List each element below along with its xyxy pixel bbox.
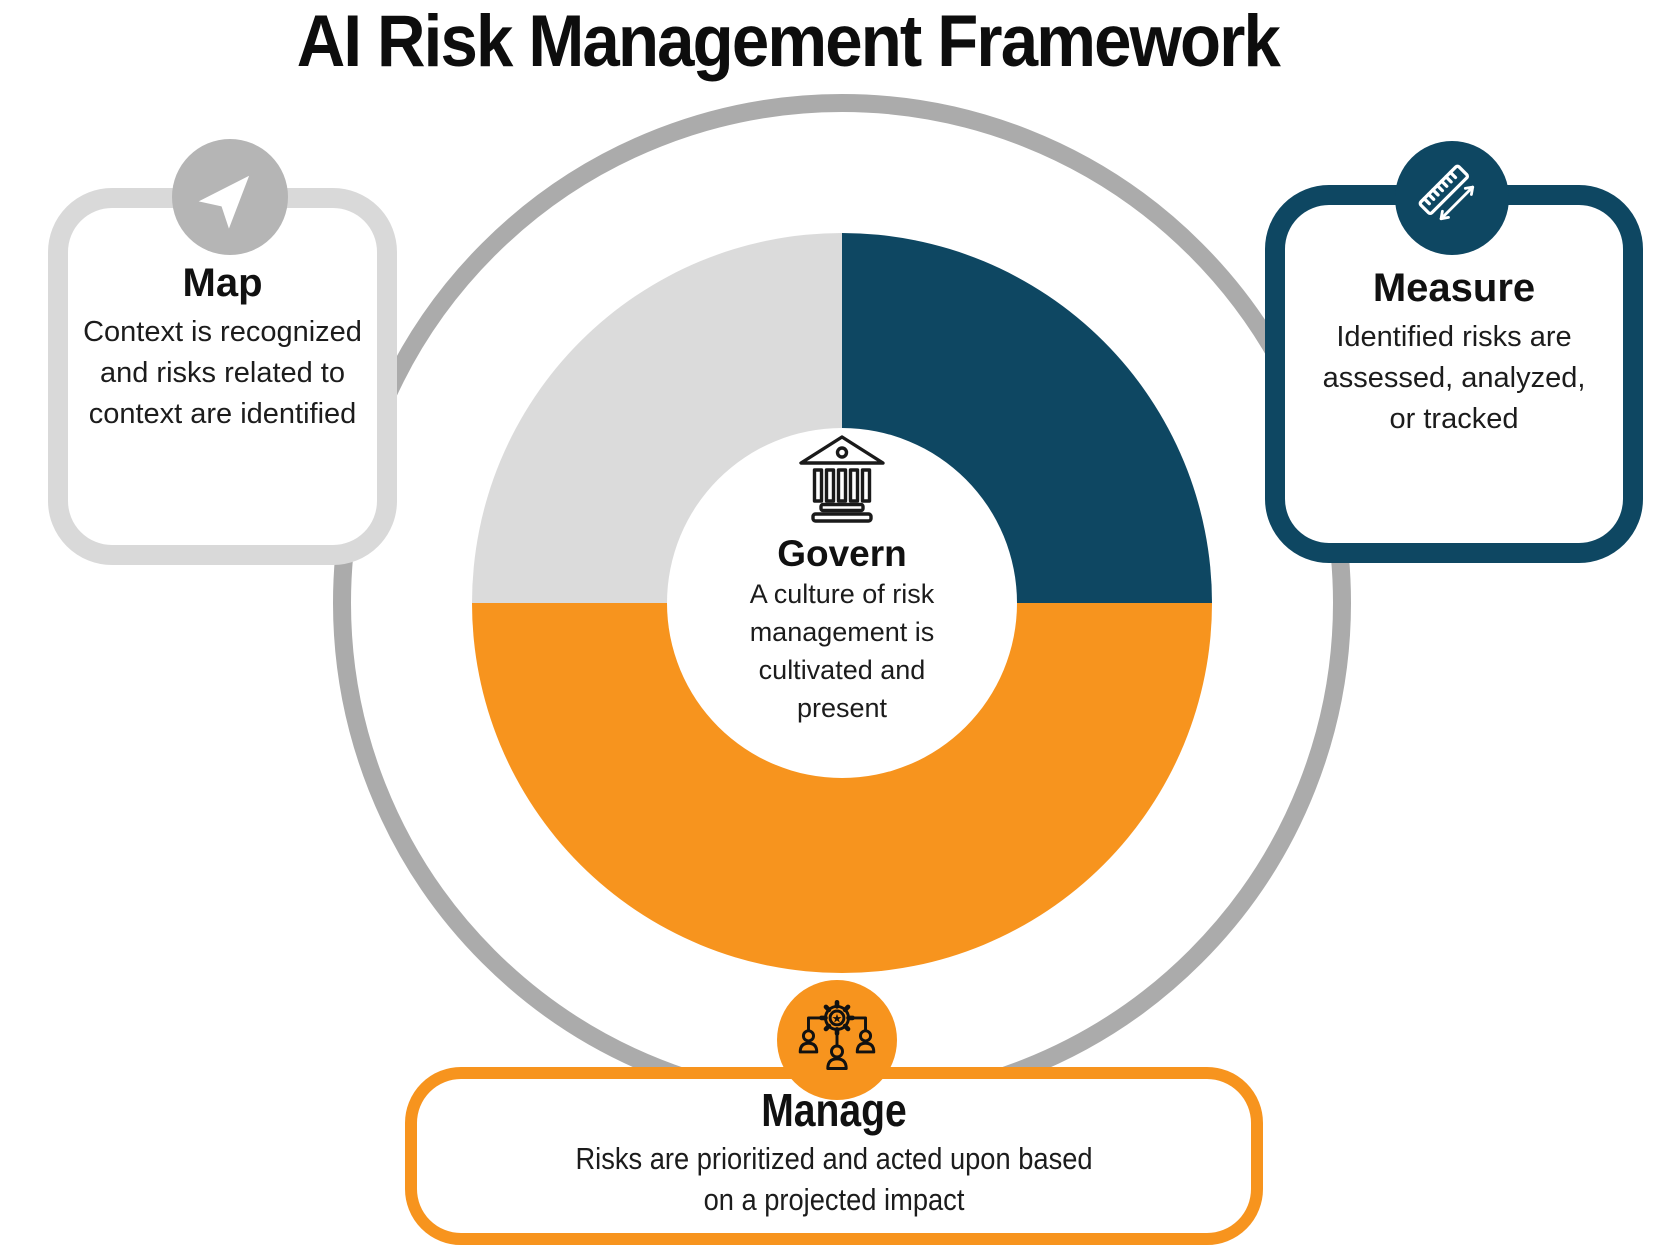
ruler-icon: [1415, 161, 1489, 235]
govern-description: A culture of risk management is cultivat…: [749, 579, 935, 723]
page-title: AI Risk Management Framework: [296, 1, 1280, 82]
measure-title: Measure: [1372, 266, 1536, 310]
bank-icon: [792, 432, 892, 528]
measure-icon-badge: [1395, 141, 1509, 255]
govern-center-node: Govern A culture of risk management is c…: [667, 428, 1017, 778]
map-card: Map Context is recognized and risks rela…: [48, 188, 397, 565]
govern-title: Govern: [777, 533, 907, 574]
svg-text:★: ★: [832, 1012, 843, 1026]
page-title-wrap: AI Risk Management Framework: [0, 0, 1575, 80]
navigation-arrow-icon: [197, 164, 263, 230]
manage-card: Manage Risks are prioritized and acted u…: [405, 1067, 1263, 1245]
manage-description: Risks are prioritized and acted upon bas…: [575, 1140, 1093, 1217]
map-icon-badge: [172, 139, 288, 255]
map-description: Context is recognized and risks related …: [83, 316, 362, 431]
manage-icon-badge: ★: [777, 980, 897, 1100]
map-title: Map: [182, 261, 263, 305]
measure-description: Identified risks are assessed, analyzed,…: [1322, 321, 1586, 436]
people-gear-icon: ★: [791, 994, 883, 1086]
